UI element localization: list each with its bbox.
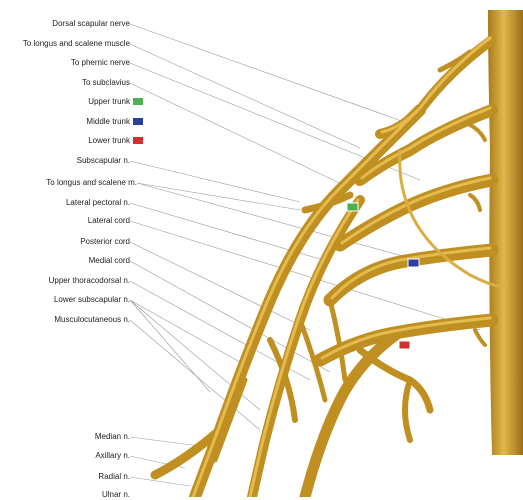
upper-trunk-marker	[347, 203, 358, 211]
label-lateral-cord: Lateral cord	[88, 216, 130, 226]
label-to-longus-scalene-muscle: To longus and scalene muscle	[23, 39, 130, 49]
label-radial: Radial n.	[98, 472, 130, 482]
label-lower-subscapular: Lower subscapular n.	[54, 295, 130, 305]
nerve-branches	[155, 40, 492, 497]
label-posterior-cord: Posterior cord	[80, 237, 130, 247]
middle-trunk-marker	[408, 259, 419, 267]
nerve-highlights	[193, 38, 490, 497]
middle-trunk-swatch	[133, 118, 143, 125]
label-to-phrenic: To phernic nerve	[71, 58, 130, 68]
label-median: Median n.	[95, 432, 130, 442]
label-medial-cord: Medial cord	[89, 256, 130, 266]
label-lateral-pectoral: Lateral pectoral n.	[66, 198, 130, 208]
label-upper-trunk: Upper trunk	[88, 97, 143, 107]
label-upper-thoracodorsal: Upper thoracodorsal n.	[49, 276, 130, 286]
label-ulnar: Ulnar n.	[102, 490, 130, 500]
label-musculocutaneous: Musculocutaneous n.	[54, 315, 130, 325]
label-axillary: Axillary n.	[95, 451, 130, 461]
spinal-cord	[488, 10, 523, 455]
lower-trunk-swatch	[133, 137, 143, 144]
label-middle-trunk: Middle trunk	[86, 117, 143, 127]
upper-trunk-swatch	[133, 98, 143, 105]
label-subscapular: Subscapular n.	[77, 156, 130, 166]
label-to-longus-scalene-m: To longus and scalene m.	[46, 178, 137, 188]
label-lower-trunk: Lower trunk	[88, 136, 143, 146]
lower-trunk-marker	[399, 341, 410, 349]
label-to-subclavius: To subclavius	[82, 78, 130, 88]
label-dorsal-scapular: Dorsal scapular nerve	[52, 19, 130, 29]
